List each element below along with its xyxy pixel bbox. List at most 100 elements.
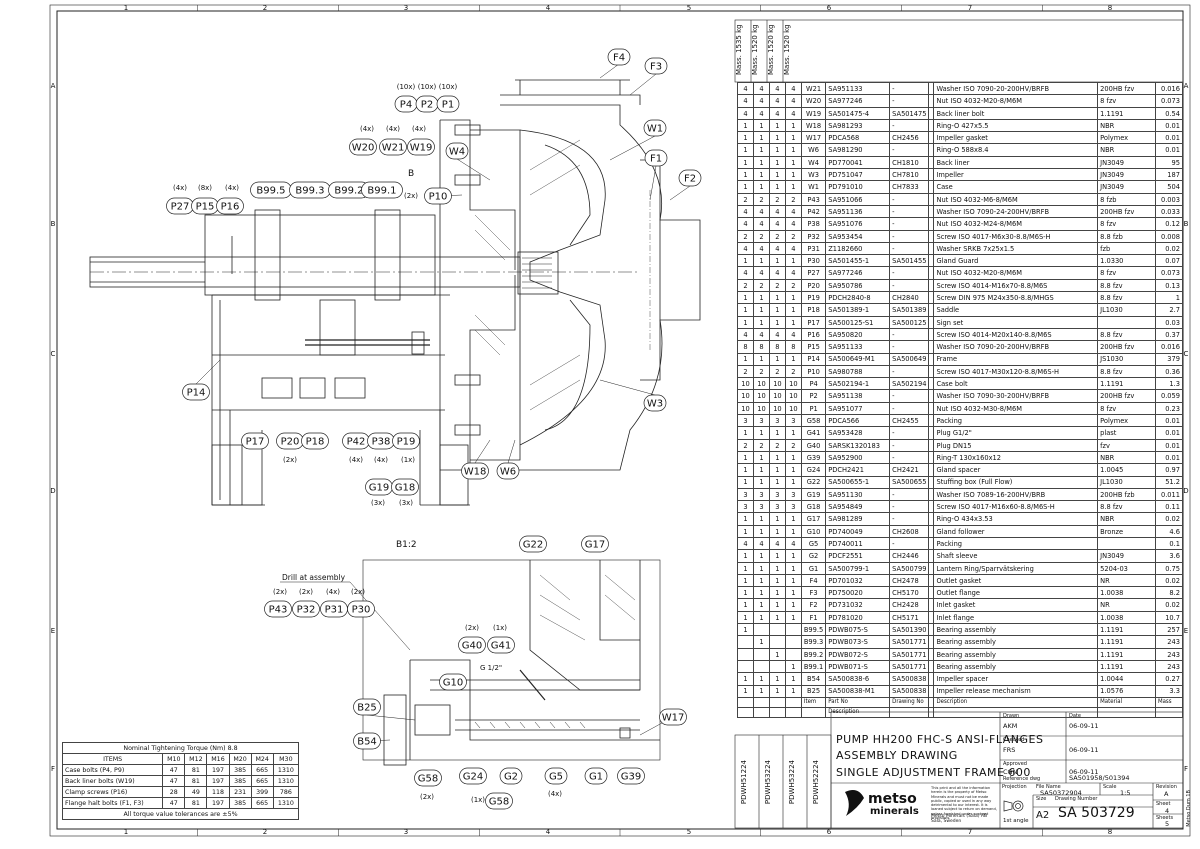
callout-B99-5: B99.5	[250, 181, 292, 199]
bom-cell: PD791010	[825, 180, 891, 194]
drawing-number-label: Drawing Number	[1055, 796, 1098, 802]
bom-cell: P19	[800, 291, 827, 305]
torque-cell: 197	[206, 775, 230, 787]
bom-header-cell: Item	[800, 696, 827, 708]
svg-text:P18: P18	[306, 437, 325, 448]
qty-note: (4x)	[173, 184, 187, 192]
bom-cell: 3	[737, 500, 754, 514]
bom-cell: 0.016	[1154, 340, 1184, 354]
bom-cell: 1.1191	[1097, 659, 1156, 674]
mass-heading-4: Mass. 1520 kg	[783, 24, 791, 76]
main-assembly-view	[89, 79, 701, 506]
bom-cell	[784, 647, 802, 661]
torque-cell: M10	[162, 753, 186, 765]
bom-cell: 2	[768, 364, 786, 379]
bom-cell	[928, 659, 935, 674]
bom-cell: Gland Guard	[933, 254, 1099, 268]
torque-cell: 385	[228, 797, 252, 809]
zone-col-7: 7	[968, 4, 972, 12]
confidentiality-notice: This print and all the information herei…	[931, 786, 997, 821]
bom-cell: 1	[784, 598, 802, 612]
svg-text:F1: F1	[650, 154, 662, 165]
bom-cell: 5204-03	[1097, 561, 1156, 575]
bom-cell: Sign set	[933, 315, 1099, 329]
svg-text:P43: P43	[269, 605, 288, 616]
zone-col-8: 8	[1108, 4, 1112, 12]
bom-cell: 1	[768, 155, 786, 170]
torque-cell: 118	[206, 786, 230, 798]
bom-cell: 1	[752, 684, 770, 698]
qty-note: (2x)	[283, 456, 297, 464]
qty-note: (1x)	[471, 796, 485, 804]
qty-note: (10x)	[397, 83, 416, 91]
callout-W3: W3	[643, 394, 667, 412]
bom-cell: JN3049	[1097, 155, 1156, 170]
svg-text:P1: P1	[442, 100, 454, 111]
callout-P17: P17	[241, 432, 269, 450]
bom-cell: 1	[784, 180, 802, 194]
torque-cell: 81	[184, 775, 208, 787]
bom-cell: 4.6	[1154, 524, 1184, 538]
bom-cell	[752, 659, 770, 674]
svg-text:P42: P42	[347, 437, 366, 448]
bom-cell: SA952900	[825, 450, 891, 465]
bom-cell: 4	[784, 106, 802, 120]
bom-header-cell: Description	[933, 696, 1099, 708]
bom-cell: PDWB071-S	[825, 659, 891, 674]
bom-cell: 0.02	[1154, 573, 1184, 588]
bom-cell: Washer ISO 7090-20-200HV/BRFB	[933, 340, 1099, 354]
callout-G17: G17	[581, 535, 609, 553]
bom-cell: SA500655-1	[825, 475, 891, 489]
drawing-number: SA 503729	[1058, 805, 1135, 821]
zone-col-5: 5	[687, 828, 691, 836]
bom-cell: 0.073	[1154, 94, 1184, 108]
bom-cell: 200HB fzb	[1097, 487, 1156, 502]
bom-cell: SA951130	[825, 487, 891, 502]
title-line-3: SINGLE ADJUSTMENT FRAME 600	[836, 766, 1031, 779]
bom-cell: Back liner	[933, 155, 1099, 170]
bom-cell: CH5170	[889, 586, 930, 600]
svg-text:G19: G19	[369, 483, 389, 494]
callout-G58: G58	[414, 769, 442, 787]
bom-cell: -	[889, 143, 930, 157]
qty-note: (10x)	[418, 83, 437, 91]
callout-G41: G41	[487, 636, 515, 654]
projection-angle: 1st angle	[1003, 818, 1029, 824]
bom-subheader-cell	[889, 707, 930, 718]
bom-cell: 1	[752, 450, 770, 465]
bom-cell: 1	[752, 475, 770, 489]
bom-cell: 4	[752, 204, 770, 219]
bom-cell	[928, 241, 935, 256]
bom-cell: 4	[768, 81, 786, 96]
bom-cell: PDCH2421	[825, 463, 891, 477]
bom-cell: 1.1191	[1097, 106, 1156, 120]
bom-cell: SA953454	[825, 229, 891, 243]
bom-cell: SA980788	[825, 364, 891, 379]
zone-row-B: B	[1184, 220, 1189, 228]
bom-cell: 1	[784, 549, 802, 563]
bom-cell: P10	[800, 364, 827, 379]
bom-subheader-cell	[1154, 707, 1184, 718]
bom-cell: CH7810	[889, 168, 930, 182]
checked-date: 06-09-11	[1069, 746, 1099, 754]
bom-cell: Impeller gasket	[933, 131, 1099, 145]
bom-cell: 4	[784, 536, 802, 551]
bom-cell: 1	[737, 586, 754, 600]
zone-row-F: F	[1184, 765, 1188, 773]
bom-cell: Ring-O 427x5.5	[933, 118, 1099, 133]
bom-cell: G2	[800, 549, 827, 563]
bom-cell: -	[889, 266, 930, 280]
bom-cell: Washer ISO 7089-16-200HV/BRB	[933, 487, 1099, 502]
torque-cell: 47	[162, 775, 186, 787]
bom-header-cell	[737, 696, 754, 708]
bom-cell: 1	[752, 573, 770, 588]
bom-cell: 4	[768, 536, 786, 551]
bom-cell: SA502194	[889, 377, 930, 391]
